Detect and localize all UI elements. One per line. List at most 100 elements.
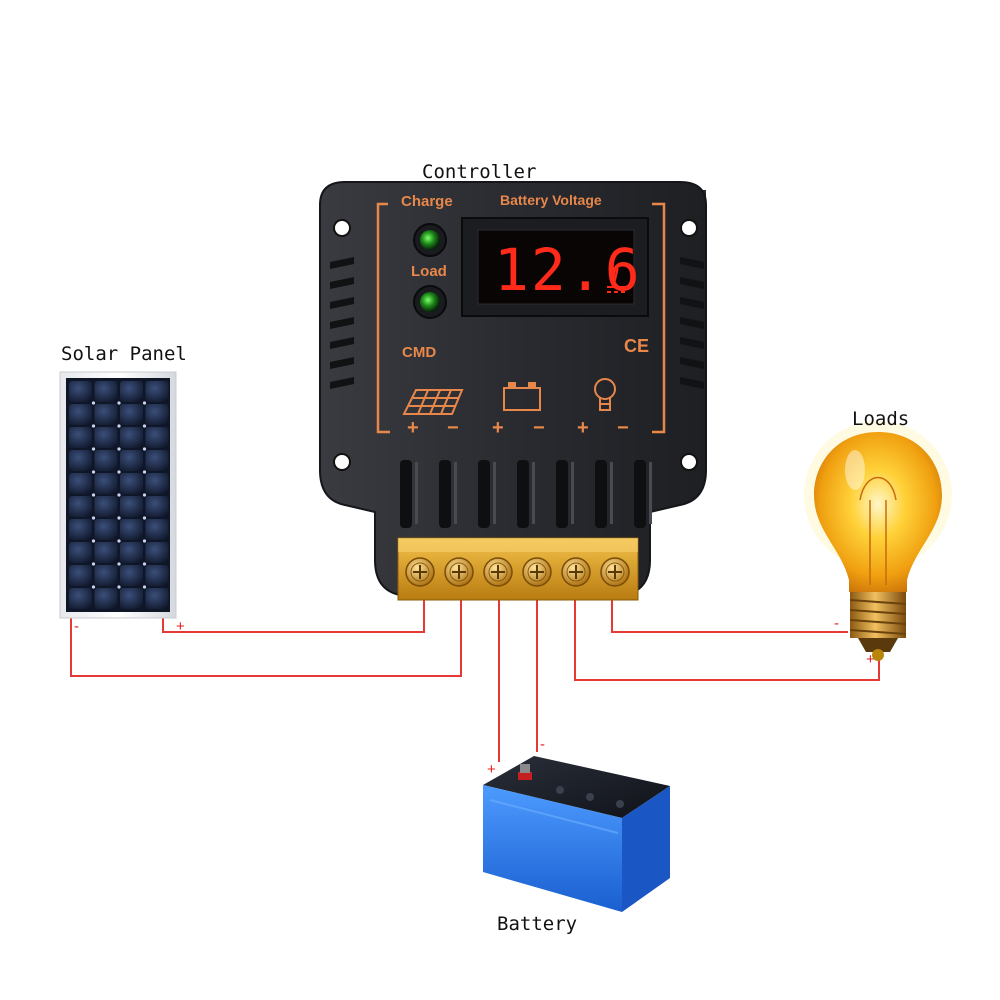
cell-joint <box>117 562 121 566</box>
panel-cell <box>69 427 92 448</box>
cell-joint <box>91 562 96 566</box>
terminal-sign: + <box>407 417 419 439</box>
cell-joint <box>91 585 96 589</box>
cell-joint <box>142 447 147 451</box>
vent-slot <box>680 357 704 369</box>
terminal-screws <box>405 557 630 587</box>
load-led <box>413 285 447 319</box>
vent-slot <box>556 460 568 528</box>
cell-joint <box>142 424 147 428</box>
solar-panel <box>59 371 177 619</box>
panel-cell <box>120 542 143 563</box>
panel-cell <box>120 565 143 586</box>
bulb <box>804 421 952 661</box>
cell-joint <box>117 516 121 520</box>
bottom-vents <box>400 460 652 528</box>
wire-load-negative <box>611 597 848 633</box>
panel-cell <box>94 381 118 402</box>
wire-panel-positive <box>162 597 425 633</box>
vent-slot <box>680 297 704 309</box>
cell-joint <box>142 516 147 520</box>
vent-rib <box>454 462 457 524</box>
panel-cell <box>94 473 118 494</box>
panel-cell <box>145 588 169 609</box>
cell-joint <box>142 562 147 566</box>
vent-slot <box>330 257 354 269</box>
dc-symbol <box>607 286 626 293</box>
terminal-block <box>397 537 639 601</box>
charge-label: Charge <box>401 193 453 210</box>
panel-cell <box>94 542 118 563</box>
cell-joint <box>142 470 147 474</box>
panel-cell <box>145 427 169 448</box>
cmd-label: CMD <box>402 344 436 361</box>
panel-cell <box>145 496 169 517</box>
vent-slot <box>680 277 704 289</box>
panel-cell <box>69 588 92 609</box>
battery-negative-sign: - <box>540 736 545 753</box>
vent-slot <box>680 257 704 269</box>
battery-label: Battery <box>497 913 577 935</box>
wires <box>70 597 880 762</box>
vent-rib <box>610 462 613 524</box>
vent-slot <box>680 317 704 329</box>
panel-cell <box>120 496 143 517</box>
screw-ring <box>488 562 508 582</box>
vent-slot <box>330 297 354 309</box>
cell-joint <box>142 401 147 405</box>
cell-joint <box>117 493 121 497</box>
cell-joint <box>117 447 121 451</box>
panel-cell <box>69 450 92 471</box>
panel-cell <box>94 565 118 586</box>
panel-cell <box>120 381 143 402</box>
panel-cell <box>69 565 92 586</box>
cell-joint <box>91 493 96 497</box>
terminal-signs: +−+−+− <box>407 417 629 439</box>
panel-cell <box>120 588 143 609</box>
terminal-sign: + <box>492 417 504 439</box>
bulb-icon <box>594 378 616 411</box>
panel-cell <box>120 404 143 425</box>
battery <box>483 756 670 912</box>
vent-rib <box>415 462 418 524</box>
screw-ring <box>410 562 430 582</box>
panel-cell <box>120 473 143 494</box>
load-positive-sign: + <box>866 651 875 668</box>
screw-ring <box>449 562 469 582</box>
cell-joint <box>117 539 121 543</box>
side-vents <box>330 257 704 389</box>
voltage-unit: V <box>609 266 619 286</box>
panel-cells <box>69 381 169 609</box>
solar-panel-icon <box>402 389 464 415</box>
screw-ring <box>566 562 586 582</box>
battery-icon <box>503 382 541 411</box>
vent-slot <box>330 377 354 389</box>
vent-slot <box>478 460 490 528</box>
screw-ring <box>527 562 547 582</box>
panel-negative-sign: - <box>74 618 79 635</box>
terminal-sign: + <box>577 417 589 439</box>
load-negative-sign: - <box>834 615 839 632</box>
panel-cell <box>145 565 169 586</box>
panel-cell <box>94 496 118 517</box>
cell-joint <box>91 401 96 405</box>
vent-slot <box>330 357 354 369</box>
ce-mark: CE <box>624 336 649 356</box>
vent-slot <box>680 377 704 389</box>
panel-cell <box>94 519 118 540</box>
cell-joint <box>117 470 121 474</box>
cell-joint <box>117 424 121 428</box>
cell-joint <box>91 539 96 543</box>
panel-cell <box>69 381 92 402</box>
vent-slot <box>680 337 704 349</box>
screw-ring <box>605 562 625 582</box>
battery-voltage-label: Battery Voltage <box>500 192 602 208</box>
panel-cell <box>120 519 143 540</box>
solar-panel-label: Solar Panel <box>61 343 187 365</box>
vent-slot <box>439 460 451 528</box>
vent-slot <box>400 460 412 528</box>
cell-joint <box>142 493 147 497</box>
panel-cell <box>69 542 92 563</box>
vent-slot <box>330 277 354 289</box>
cell-joint <box>91 424 96 428</box>
